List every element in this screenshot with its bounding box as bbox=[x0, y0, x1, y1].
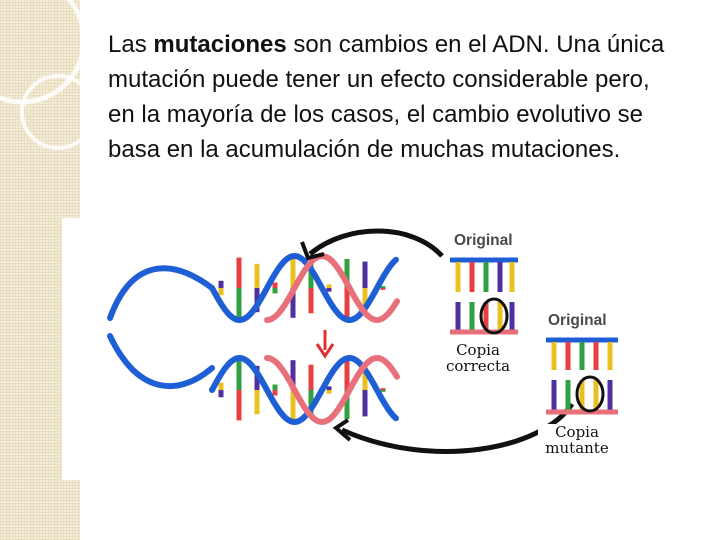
bottom-helix-red-strand bbox=[264, 354, 400, 425]
down-arrow bbox=[315, 330, 335, 359]
label-copia-correcta-line2: correcta bbox=[445, 357, 511, 375]
label-copia-correcta-line1: Copia bbox=[456, 341, 500, 359]
parent-helix-strand bbox=[107, 265, 215, 390]
top-helix-red-strand bbox=[264, 253, 400, 324]
label-original-2: Original bbox=[548, 312, 607, 329]
text-rest: son cambios en el ADN. Una única mutació… bbox=[108, 31, 665, 163]
text-prefix: Las bbox=[108, 31, 154, 58]
keyword-mutaciones: mutaciones bbox=[153, 31, 287, 58]
top-arrowhead bbox=[300, 241, 325, 261]
original-segment-1 bbox=[450, 257, 518, 335]
highlight-circle-correct bbox=[479, 297, 509, 335]
bottom-helix-blue-strand bbox=[209, 354, 399, 426]
dna-diagram bbox=[62, 218, 630, 480]
label-copia-mutante-line2: mutante bbox=[545, 439, 609, 457]
bottom-arrowhead bbox=[332, 418, 352, 442]
top-helix-blue-strand bbox=[209, 252, 399, 324]
top-return-arrow bbox=[308, 228, 444, 258]
highlight-circle-mutant bbox=[575, 375, 605, 413]
decorative-circles bbox=[0, 0, 80, 150]
original-segment-2 bbox=[546, 337, 618, 415]
label-original-1: Original bbox=[454, 232, 513, 249]
bottom-return-arrow bbox=[340, 402, 575, 454]
slide-paragraph: Las mutaciones son cambios en el ADN. Un… bbox=[108, 27, 668, 167]
label-copia-mutante-line1: Copia bbox=[555, 423, 599, 441]
